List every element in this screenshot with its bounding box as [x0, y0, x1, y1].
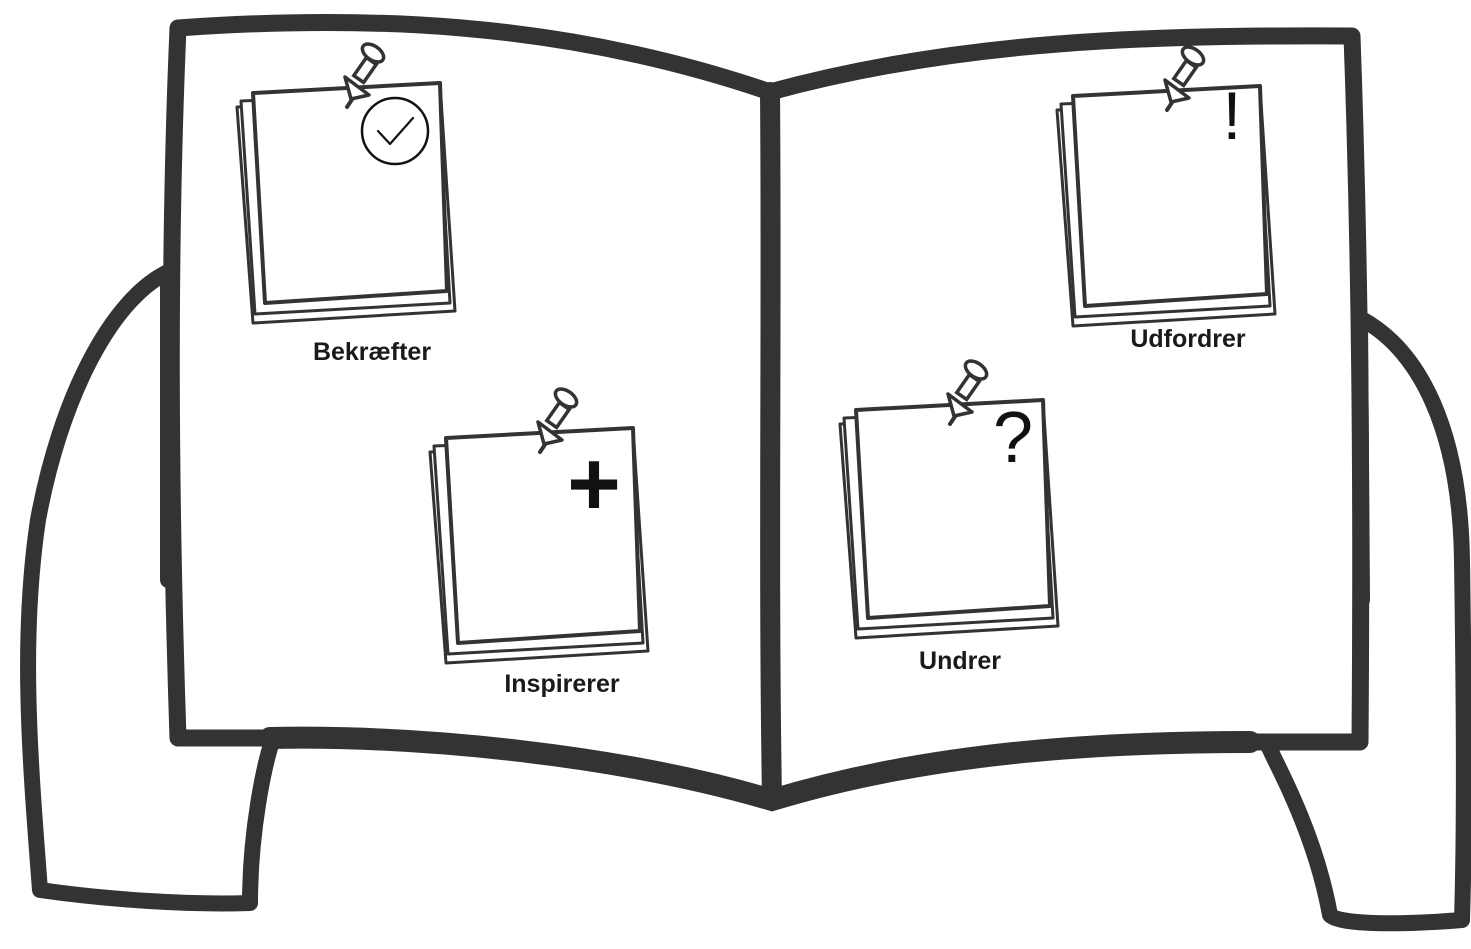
book-spine	[770, 92, 772, 800]
note-label-inspirerer: Inspirerer	[504, 670, 619, 699]
question-icon: ?	[993, 402, 1033, 474]
note-label-undrer: Undrer	[919, 647, 1001, 676]
note-label-udfordrer: Udfordrer	[1130, 325, 1245, 354]
note-label-bekraefter: Bekræfter	[313, 338, 431, 367]
check-circle-icon	[362, 98, 428, 164]
exclamation-icon: !	[1223, 82, 1242, 150]
plus-icon: +	[567, 438, 621, 530]
